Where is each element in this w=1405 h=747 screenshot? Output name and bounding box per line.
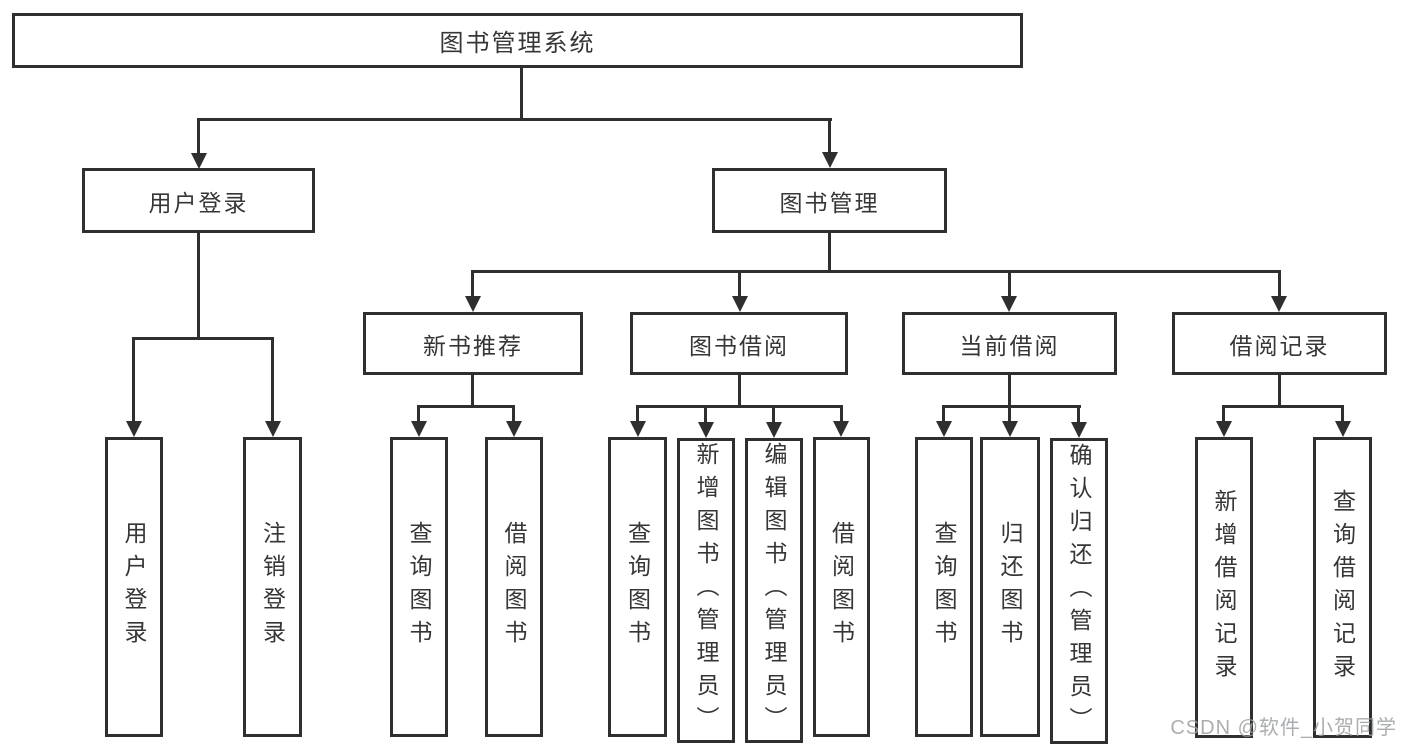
node-current-borrowing-label: 当前借阅 <box>959 332 1060 359</box>
arrowhead-mgmt <box>822 152 838 168</box>
connector-stem-record-query <box>1341 405 1344 423</box>
arrowhead-borrow-do <box>833 421 849 437</box>
connector-stem-login-user <box>132 337 135 423</box>
leaf-record-add: 新增借阅记录 <box>1195 437 1253 738</box>
connector-stem-rec-borrow <box>512 405 515 423</box>
connector-borrow-rail <box>636 405 843 408</box>
connector-stem-login <box>197 118 200 155</box>
leaf-cur-return-books-label: 归还图书 <box>997 521 1023 653</box>
connector-record-trunk <box>1278 375 1281 405</box>
arrowhead-rec <box>465 296 481 312</box>
connector-rec-rail <box>417 405 515 408</box>
connector-stem-cur-query <box>942 405 945 423</box>
node-borrow-records-label: 借阅记录 <box>1229 332 1330 359</box>
leaf-cur-query-books-label: 查询图书 <box>931 521 957 653</box>
arrowhead-cur-query <box>936 421 952 437</box>
node-book-management-label: 图书管理 <box>779 189 880 216</box>
connector-stem-rec <box>471 270 474 298</box>
leaf-user-login-label: 用户登录 <box>121 521 147 653</box>
connector-stem-borrow-edit <box>772 405 775 423</box>
connector-stem-borrow-add <box>704 405 707 423</box>
arrowhead-login-user <box>126 421 142 437</box>
leaf-borrow-query-books-label: 查询图书 <box>624 521 651 653</box>
node-user-login-label: 用户登录 <box>148 189 249 216</box>
leaf-rec-query-books: 查询图书 <box>390 437 448 737</box>
leaf-borrow-edit-books-admin: 编辑图书（管理员） <box>745 438 803 743</box>
connector-stem-record-add <box>1222 405 1225 423</box>
leaf-cur-confirm-return-admin: 确认归还（管理员） <box>1050 438 1108 744</box>
leaf-rec-borrow-books: 借阅图书 <box>485 437 543 737</box>
connector-mgmt-trunk <box>828 233 831 270</box>
leaf-cur-query-books: 查询图书 <box>915 437 973 737</box>
node-book-management: 图书管理 <box>712 168 947 233</box>
connector-current-rail <box>942 405 1081 408</box>
arrowhead-borrow <box>732 296 748 312</box>
connector-login-trunk <box>197 233 200 337</box>
leaf-borrow-add-books-admin: 新增图书（管理员） <box>677 438 735 743</box>
connector-stem-borrow-do <box>840 405 843 423</box>
connector-stem-borrow-query <box>636 405 639 423</box>
leaf-logout-label: 注销登录 <box>259 521 286 653</box>
node-book-borrowing: 图书借阅 <box>630 312 848 375</box>
connector-stem-borrow <box>738 270 741 298</box>
connector-stem-login-logout <box>271 337 274 423</box>
connector-stem-record <box>1278 270 1281 298</box>
arrowhead-cur-confirm <box>1071 422 1087 438</box>
node-user-login: 用户登录 <box>82 168 315 233</box>
connector-stem-current <box>1008 270 1011 298</box>
leaf-cur-confirm-return-admin-label: 确认归还（管理员） <box>1066 442 1092 740</box>
leaf-record-add-label: 新增借阅记录 <box>1211 488 1237 687</box>
node-new-book-recommend: 新书推荐 <box>363 312 583 375</box>
connector-level3-rail <box>471 270 1281 273</box>
connector-current-trunk <box>1008 375 1011 405</box>
leaf-record-query-label: 查询借阅记录 <box>1329 488 1356 687</box>
node-root: 图书管理系统 <box>12 13 1023 68</box>
arrowhead-current <box>1001 296 1017 312</box>
arrowhead-cur-return <box>1002 421 1018 437</box>
arrowhead-record <box>1271 296 1287 312</box>
leaf-borrow-do-borrow-label: 借阅图书 <box>828 521 855 653</box>
connector-rec-trunk <box>471 375 474 405</box>
leaf-cur-return-books: 归还图书 <box>980 437 1040 737</box>
connector-root-trunk <box>520 68 523 118</box>
connector-stem-cur-confirm <box>1077 405 1080 423</box>
node-borrow-records: 借阅记录 <box>1172 312 1387 375</box>
leaf-user-login: 用户登录 <box>105 437 163 737</box>
connector-login-rail <box>132 337 274 340</box>
leaf-rec-borrow-books-label: 借阅图书 <box>501 521 527 653</box>
connector-record-rail <box>1222 405 1344 408</box>
node-current-borrowing: 当前借阅 <box>902 312 1117 375</box>
leaf-record-query: 查询借阅记录 <box>1313 437 1372 738</box>
leaf-borrow-edit-books-admin-label: 编辑图书（管理员） <box>761 442 787 739</box>
leaf-rec-query-books-label: 查询图书 <box>406 521 432 653</box>
arrowhead-record-query <box>1335 421 1351 437</box>
arrowhead-rec-query <box>411 421 427 437</box>
arrowhead-borrow-query <box>630 421 646 437</box>
connector-level2-rail <box>197 118 832 121</box>
arrowhead-rec-borrow <box>506 421 522 437</box>
node-new-book-recommend-label: 新书推荐 <box>423 332 523 359</box>
leaf-borrow-add-books-admin-label: 新增图书（管理员） <box>693 442 719 739</box>
connector-stem-rec-query <box>417 405 420 423</box>
connector-borrow-trunk <box>738 375 741 405</box>
node-book-borrowing-label: 图书借阅 <box>689 332 789 359</box>
leaf-logout: 注销登录 <box>243 437 302 737</box>
arrowhead-login <box>191 153 207 169</box>
connector-stem-cur-return <box>1008 405 1011 423</box>
arrowhead-borrow-edit <box>766 422 782 438</box>
arrowhead-login-logout <box>265 421 281 437</box>
node-root-label: 图书管理系统 <box>439 30 596 57</box>
connector-stem-mgmt <box>828 118 831 155</box>
leaf-borrow-do-borrow: 借阅图书 <box>813 437 870 737</box>
arrowhead-borrow-add <box>698 422 714 438</box>
arrowhead-record-add <box>1216 421 1232 437</box>
leaf-borrow-query-books: 查询图书 <box>608 437 667 737</box>
